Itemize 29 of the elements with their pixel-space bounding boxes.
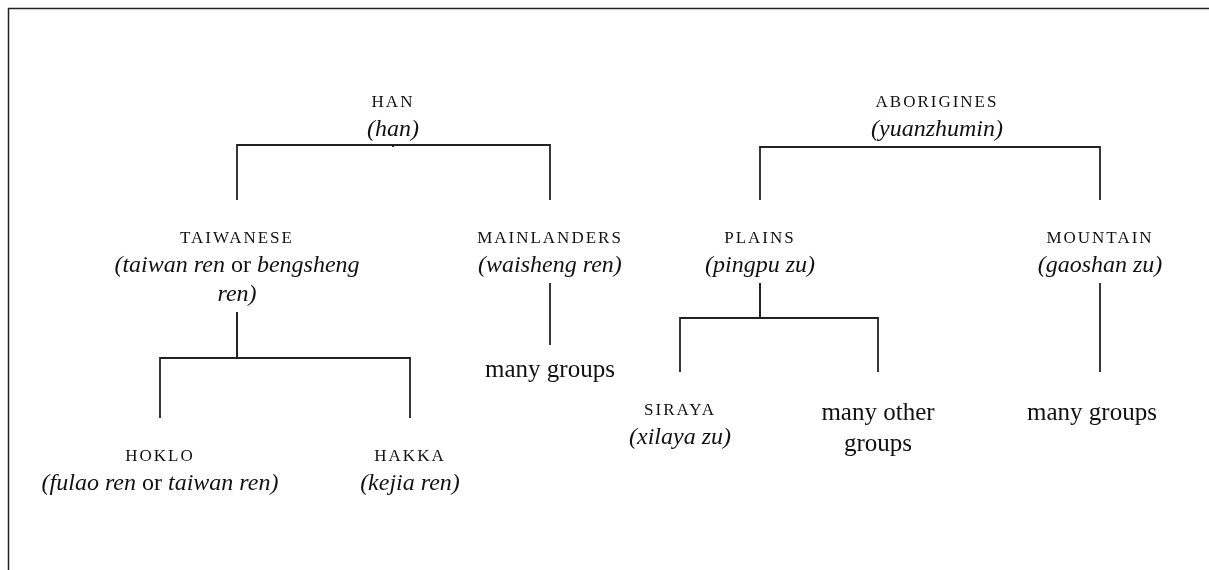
romanized-name: (kejia ren) — [360, 468, 460, 497]
group-name: TAIWANESE — [180, 227, 294, 249]
group-name: ABORIGINES — [875, 91, 999, 113]
romanized-name: (waisheng ren) — [478, 250, 622, 279]
tree-connector — [759, 282, 879, 373]
group-name: MOUNTAIN — [1046, 227, 1154, 249]
romanized-name: (pingpu zu) — [705, 250, 815, 279]
group-name: SIRAYA — [644, 399, 716, 421]
tree-connector — [549, 282, 551, 346]
romanized-name: (xilaya zu) — [629, 422, 731, 451]
romanized-name: (gaoshan zu) — [1037, 250, 1163, 279]
tree-connector — [759, 146, 938, 201]
group-name: HAKKA — [374, 445, 446, 467]
group-note: many groups — [1027, 397, 1157, 427]
tree-connector — [936, 146, 1101, 201]
group-name: HOKLO — [125, 445, 195, 467]
group-name: MAINLANDERS — [477, 227, 623, 249]
tree-connector — [392, 144, 551, 201]
group-name: HAN — [371, 91, 415, 113]
romanized-name: (yuanzhumin) — [871, 114, 1003, 143]
group-note: many groups — [485, 354, 615, 384]
tree-connector — [236, 311, 411, 419]
group-note: many other groups — [820, 397, 936, 458]
romanized-name: (taiwan ren or bengsheng ren) — [113, 250, 361, 308]
romanized-name: (han) — [367, 114, 419, 143]
tree-connector — [1099, 282, 1101, 373]
group-name: PLAINS — [724, 227, 796, 249]
romanized-name: (fulao ren or taiwan ren) — [41, 468, 279, 497]
tree-connector — [236, 144, 394, 201]
